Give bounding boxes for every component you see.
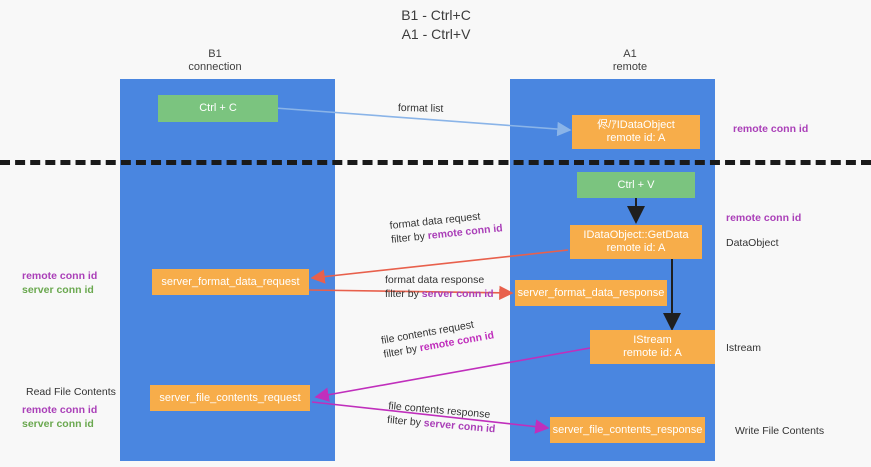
node-server-format-data-request[interactable]: server_format_data_request <box>152 269 309 295</box>
node-server-file-contents-request[interactable]: server_file_contents_request <box>150 385 310 411</box>
node-server-file-contents-response-label: server_file_contents_response <box>552 423 703 436</box>
node-idataobject-top[interactable]: 侭/ｱIDataObject remote id: A <box>572 115 700 149</box>
node-server-file-contents-request-label: server_file_contents_request <box>159 391 301 404</box>
node-idataobject-top-line1: 侭/ｱIDataObject <box>597 119 675 131</box>
side-label-dataobject: DataObject <box>726 237 779 249</box>
node-server-format-data-response-label: server_format_data_response <box>517 286 665 299</box>
page-title: B1 - Ctrl+C A1 - Ctrl+V <box>336 6 536 44</box>
edge-format-data-response-line1: format data response <box>385 274 485 286</box>
node-istream[interactable]: IStream remote id: A <box>590 330 715 364</box>
node-istream-line2: remote id: A <box>623 347 682 359</box>
node-ctrl-v-label: Ctrl + V <box>617 178 655 191</box>
edge-label-format-list: format list <box>398 101 444 116</box>
section-divider <box>0 160 871 165</box>
side-label-left-server-conn-id: server conn id <box>22 284 94 296</box>
node-getdata-line2: remote id: A <box>606 242 666 254</box>
edge-format-data-response-key: server conn id <box>421 288 494 300</box>
node-server-format-data-response[interactable]: server_format_data_response <box>515 280 667 306</box>
lane-a1-subtitle: remote <box>612 61 648 73</box>
edge-label-format-data-request: format data request filter by remote con… <box>389 207 503 247</box>
lane-b1-title: B1 <box>208 48 222 60</box>
side-label-remote-conn-id-top: remote conn id <box>733 123 809 135</box>
title-line-1: B1 - Ctrl+C <box>401 7 471 23</box>
edge-label-file-contents-request: file contents request filter by remote c… <box>380 315 495 362</box>
edge-format-data-response-line2: filter by server conn id <box>385 287 494 301</box>
lane-header-b1: B1 connection <box>130 48 300 74</box>
node-server-format-data-request-label: server_format_data_request <box>161 275 300 288</box>
side-label-left-remote-conn-id: remote conn id <box>22 270 98 282</box>
edge-format-list-text: format list <box>397 101 444 115</box>
lane-b1-subtitle: connection <box>188 61 242 73</box>
side-label-left-remote-conn-id-2: remote conn id <box>22 404 98 416</box>
side-label-istream: Istream <box>726 342 762 354</box>
edge-format-data-request-prefix: filter by <box>390 230 429 246</box>
node-ctrl-c[interactable]: Ctrl + C <box>158 95 278 122</box>
edge-label-format-data-response: format data response filter by server co… <box>385 273 494 301</box>
node-getdata-line1: IDataObject::GetData <box>583 229 689 241</box>
edge-label-file-contents-response: file contents response filter by server … <box>387 399 498 436</box>
node-idataobject-getdata[interactable]: IDataObject::GetData remote id: A <box>570 225 702 259</box>
lane-header-a1: A1 remote <box>545 48 715 74</box>
side-label-write-file-contents: Write File Contents <box>735 425 825 437</box>
node-istream-line1: IStream <box>633 334 672 346</box>
node-idataobject-top-line2: remote id: A <box>606 132 666 144</box>
node-ctrl-c-label: Ctrl + C <box>199 102 237 114</box>
side-label-read-file-contents: Read File Contents <box>26 386 116 398</box>
edge-format-data-response-prefix: filter by <box>385 288 422 300</box>
lane-a1-title: A1 <box>623 48 637 60</box>
side-label-left-server-conn-id-2: server conn id <box>22 418 94 430</box>
node-ctrl-v[interactable]: Ctrl + V <box>577 172 695 198</box>
edge-file-contents-response-prefix: filter by <box>386 413 425 430</box>
title-line-2: A1 - Ctrl+V <box>401 26 471 42</box>
side-label-remote-conn-id-mid: remote conn id <box>726 212 802 224</box>
node-server-file-contents-response[interactable]: server_file_contents_response <box>550 417 705 443</box>
